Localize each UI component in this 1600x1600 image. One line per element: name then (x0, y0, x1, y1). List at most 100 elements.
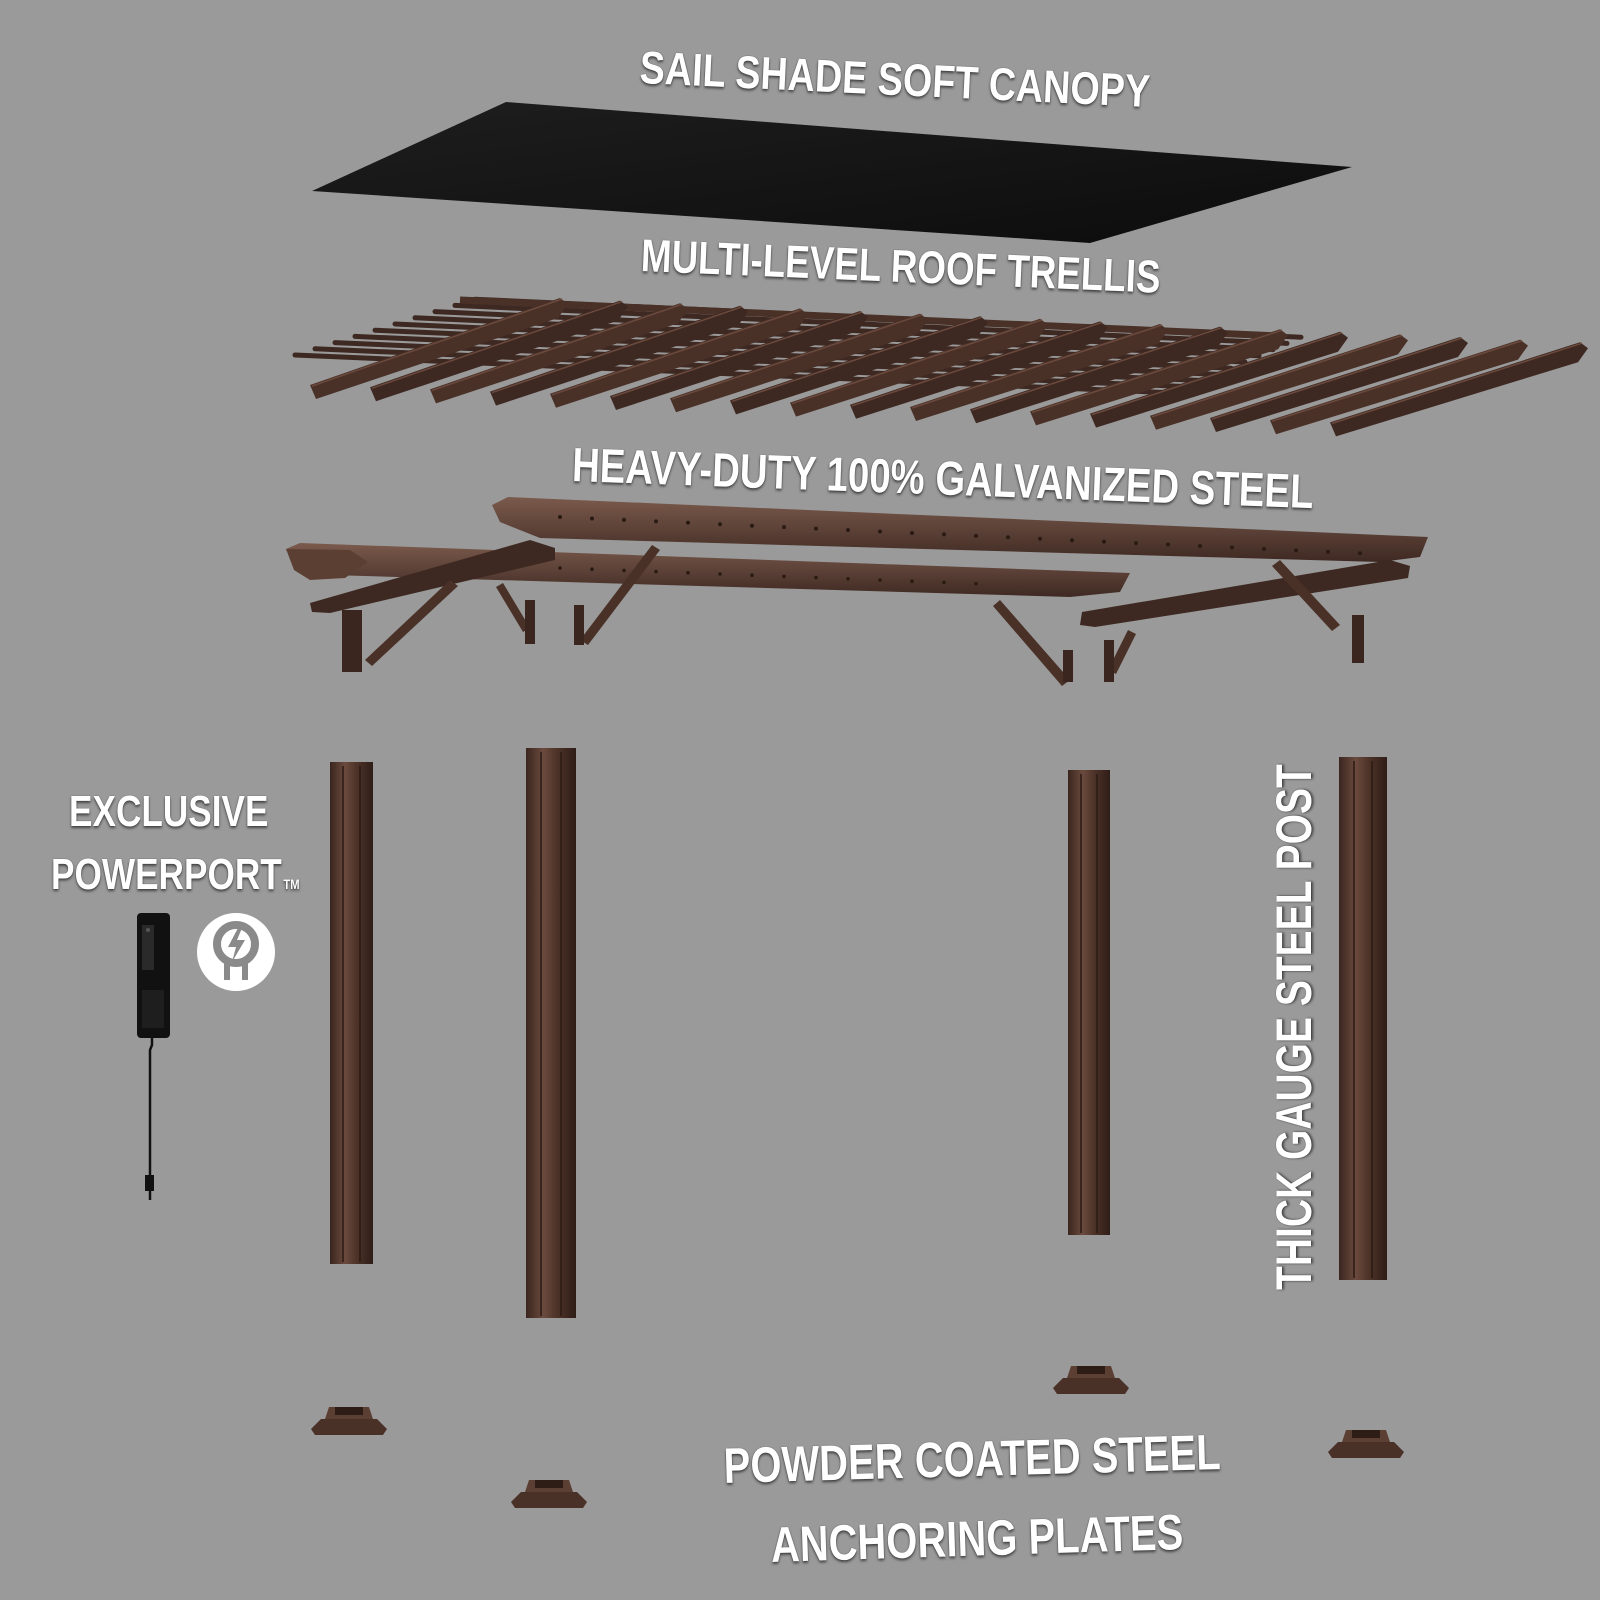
trellis-rafter-edge (1031, 329, 1283, 414)
trellis-rafter-edge (371, 300, 623, 389)
frame-bolt (1006, 535, 1010, 540)
frame-bolt (1326, 549, 1330, 554)
trellis-rafter (490, 305, 748, 406)
trellis-rafter-edge (791, 319, 1043, 405)
trellis-rafter-edge (1211, 337, 1463, 420)
trellis-rafter (610, 311, 868, 410)
frame-bolt (1102, 539, 1106, 544)
trellis-rafter-edge (491, 306, 743, 394)
trellis-rafter-edge (431, 303, 683, 392)
trellis-rafter (550, 308, 808, 408)
frame-bolt (1038, 536, 1042, 541)
frame-bolt (558, 515, 562, 519)
frame-bolt (654, 569, 658, 574)
frame-bolt (878, 529, 882, 534)
frame-bolt (1230, 545, 1234, 550)
powerport-label-line-1: EXCLUSIVE (69, 787, 269, 836)
frame-bolt (974, 581, 978, 586)
plug-lightning-icon (197, 913, 275, 991)
galvanized-steel-frame (286, 497, 1428, 686)
frame-bolt (686, 520, 690, 525)
trellis-rafter (1270, 339, 1528, 435)
frame-bolt (910, 530, 914, 535)
trellis-rafter (310, 298, 568, 399)
frame-bolt (622, 568, 626, 573)
trellis-rafter (850, 321, 1108, 419)
trellis-rafter-edge (1331, 342, 1583, 425)
trellis-rafter (730, 316, 988, 415)
frame-bolt (782, 574, 786, 579)
trellis-rafter (1090, 331, 1348, 428)
frame-bolt (878, 578, 882, 582)
frame-bolt (1070, 538, 1074, 543)
frame-bolt (942, 580, 946, 585)
trellis-rafter-edge (1151, 334, 1403, 418)
steel-posts (330, 748, 1387, 1318)
trellis-rafter-edge (311, 298, 563, 387)
trellis-rafter (430, 303, 688, 404)
frame-bolt (814, 526, 818, 531)
power-outlet-strip-icon (137, 913, 170, 1200)
trellis-rafter-edge (611, 311, 863, 398)
anchoring-plates (311, 1366, 1404, 1508)
post-1 (330, 762, 373, 1264)
frame-bolt (750, 573, 754, 577)
trellis-rafter-edge (551, 308, 803, 396)
trellis-rafter (1210, 337, 1468, 432)
trellis-rafter-edge (1091, 332, 1343, 416)
trellis-rafter (370, 300, 628, 402)
frame-bolt (974, 533, 978, 538)
anchoring-plate (1053, 1366, 1129, 1394)
frame-bolt (686, 571, 690, 575)
trellis-rafter (670, 313, 928, 413)
trellis-rafter-edge (1271, 339, 1523, 422)
anchoring-plate (311, 1407, 387, 1435)
trellis-rafter-edge (731, 316, 983, 403)
trellis-rafter (1330, 342, 1588, 437)
frame-bolt (718, 522, 722, 527)
post-2 (526, 748, 576, 1318)
frame-bolt (942, 532, 946, 537)
anchoring-plate (1328, 1430, 1404, 1458)
powerport-name: POWERPORT (51, 850, 282, 899)
trellis-rafter (1150, 334, 1408, 430)
anchoring-plates-label-line-1: POWDER COATED STEEL (722, 1424, 1222, 1494)
frame-bolt (718, 572, 722, 576)
frame-bolt (1294, 548, 1298, 553)
frame-bolt (1262, 546, 1266, 551)
frame-bolt (590, 567, 594, 571)
post-3 (1068, 770, 1110, 1235)
steel-post-label: THICK GAUGE STEEL POST (1266, 764, 1322, 1290)
frame-bolt (1134, 541, 1138, 546)
trademark-mark: TM (283, 876, 300, 892)
frame-bolt (846, 528, 850, 533)
trellis-rafter-edge (911, 324, 1163, 409)
post-4 (1339, 757, 1387, 1280)
frame-bolt (1358, 551, 1362, 556)
trellis-rafter (1030, 329, 1288, 426)
trellis-rafter-edge (671, 313, 923, 400)
trellis-rod (292, 352, 1178, 396)
frame-bolt (814, 575, 818, 580)
trellis-rafter (790, 318, 1048, 417)
trellis-rafter (970, 326, 1228, 424)
roof-trellis (292, 296, 1588, 437)
frame-bolt (750, 523, 754, 528)
frame-bolt (1166, 542, 1170, 547)
anchoring-plates-label-line-2: ANCHORING PLATES (769, 1504, 1185, 1573)
frame-bolt (590, 516, 594, 521)
frame-bolt (558, 566, 562, 570)
frame-bolt (622, 517, 626, 522)
frame-bolt (910, 579, 914, 583)
frame-bolt (846, 577, 850, 581)
anchoring-plate (511, 1480, 587, 1508)
frame-bolt (1198, 544, 1202, 548)
trellis-rafter-edge (851, 321, 1103, 407)
trellis-rafter (910, 324, 1168, 421)
frame-bolt (654, 519, 658, 524)
trellis-rafter-edge (971, 326, 1223, 411)
sail-shade-canopy (312, 102, 1352, 243)
